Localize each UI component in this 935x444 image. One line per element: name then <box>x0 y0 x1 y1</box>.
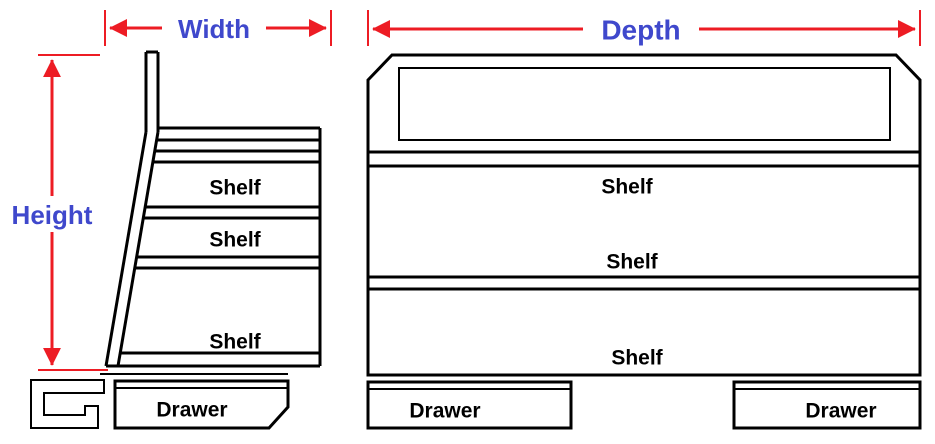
height-dimension: Height <box>2 54 108 371</box>
front-drawer-right-label: Drawer <box>805 400 876 423</box>
leg-slant-outer-edge <box>104 131 148 367</box>
side-drawer: Drawer <box>113 379 290 430</box>
front-shelf-label: Shelf <box>606 251 658 274</box>
depth-label: Depth <box>601 15 680 46</box>
front-drawer-right-outline <box>732 380 922 430</box>
width-label: Width <box>178 14 250 44</box>
front-shelf-label: Shelf <box>611 347 663 370</box>
width-dimension: Width <box>104 10 332 46</box>
height-label-background <box>2 196 102 232</box>
front-drawer-right: Drawer <box>732 380 922 430</box>
front-drawer-left-outline <box>366 380 573 430</box>
side-shelf-label: Shelf <box>209 177 261 200</box>
depth-label-background <box>583 10 699 48</box>
side-view: Width Height <box>2 10 332 430</box>
side-drawer-label: Drawer <box>156 399 227 422</box>
side-frame <box>100 50 322 375</box>
leg-slant-inner-edge <box>116 131 160 367</box>
mounting-bracket <box>30 379 105 429</box>
height-label: Height <box>12 200 93 230</box>
width-label-background <box>162 10 266 46</box>
front-view: Depth Shelf Shelf Shelf Drawer Drawer <box>366 10 922 430</box>
side-drawer-outline <box>113 379 290 430</box>
front-drawer-left-label: Drawer <box>409 400 480 423</box>
front-drawer-left: Drawer <box>366 380 573 430</box>
depth-dimension: Depth <box>367 10 921 48</box>
mesh-grid-panel <box>398 67 891 141</box>
side-shelf-label: Shelf <box>209 331 261 354</box>
front-body-outline <box>366 53 922 377</box>
front-shelf-label: Shelf <box>601 176 653 199</box>
side-shelf-label: Shelf <box>209 229 261 252</box>
